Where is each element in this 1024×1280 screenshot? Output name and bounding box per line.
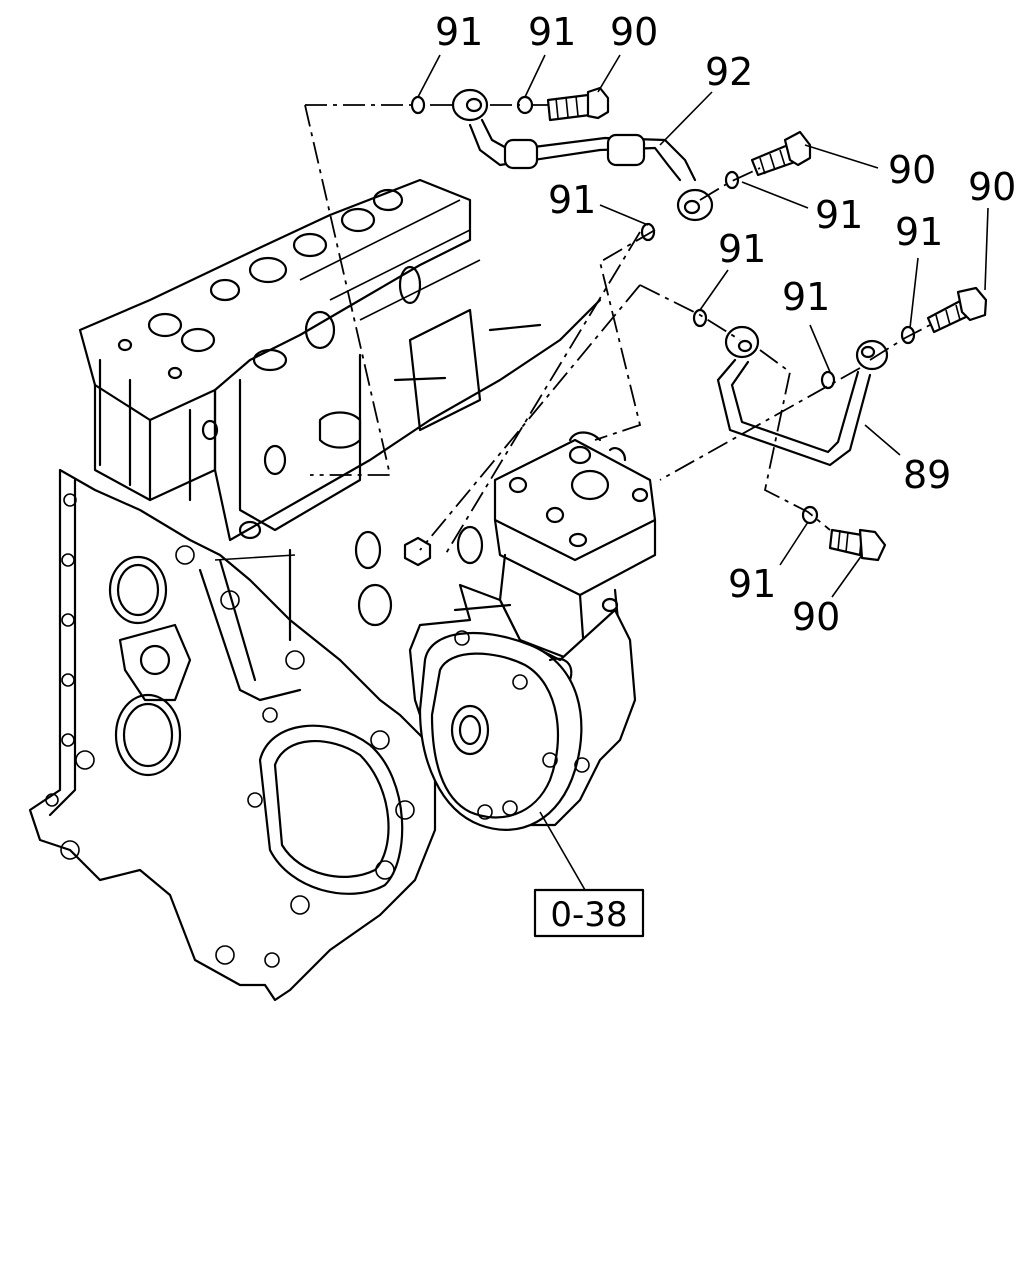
reference-box[interactable]: 0-38 [533, 888, 645, 938]
callout-91: 91 [815, 193, 863, 237]
callout-92: 92 [705, 50, 753, 94]
callout-91: 91 [728, 562, 776, 606]
callout-90: 90 [610, 10, 658, 54]
callout-89: 89 [903, 453, 951, 497]
callout-90: 90 [968, 165, 1016, 209]
callout-91: 91 [718, 227, 766, 271]
pipe-92 [451, 88, 714, 222]
air-compressor [403, 431, 657, 831]
pipe-89 [716, 325, 889, 467]
leader-lines [417, 54, 989, 891]
engine-block [28, 178, 602, 1002]
callout-91: 91 [782, 275, 830, 319]
callout-91: 91 [895, 210, 943, 254]
callout-labels: 91 91 90 92 90 91 91 90 91 91 91 89 91 9… [435, 10, 1016, 639]
callout-91: 91 [528, 10, 576, 54]
callout-90: 90 [792, 595, 840, 639]
eye-bolts [546, 86, 988, 562]
centerlines [304, 104, 931, 556]
callout-91: 91 [435, 10, 483, 54]
callout-91: 91 [548, 178, 596, 222]
callout-90: 90 [888, 148, 936, 192]
reference-label: 0-38 [550, 895, 627, 935]
